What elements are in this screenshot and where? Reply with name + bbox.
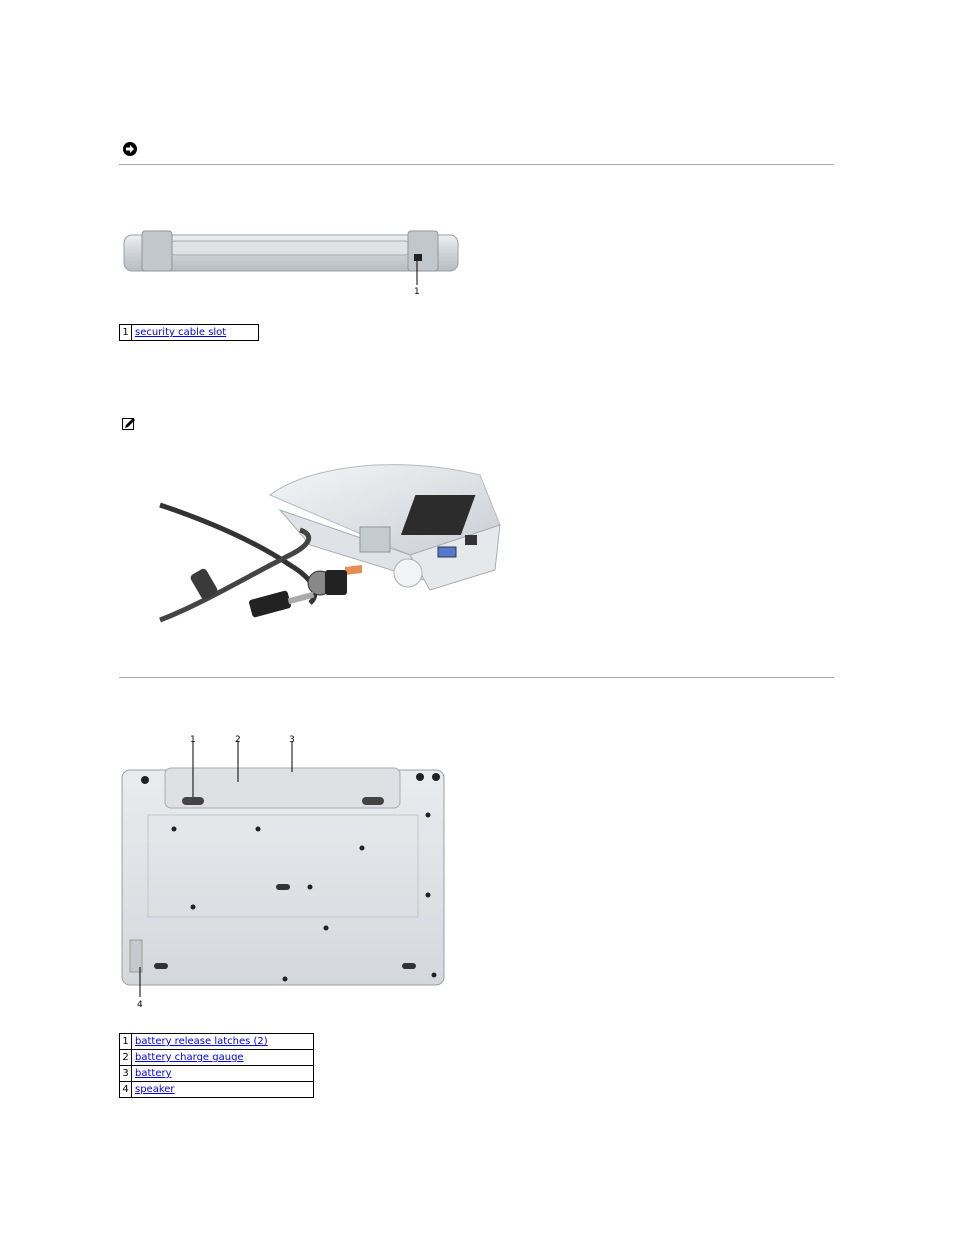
notice-icon [122,141,138,157]
table-row: 4 speaker [120,1082,314,1098]
security-cable-illustration [140,455,510,635]
section-divider-top [119,164,834,165]
bottom-view-illustration: 1 2 3 4 [120,735,450,1015]
callout-number: 1 [120,325,132,341]
callout-number: 2 [120,1050,132,1066]
link-battery-charge-gauge[interactable]: battery charge gauge [135,1052,244,1063]
note-icon [122,416,136,430]
callout-number: 4 [120,1082,132,1098]
table-row: 1 security cable slot [120,325,259,341]
link-security-cable-slot[interactable]: security cable slot [135,327,226,338]
bottom-callout-1: 1 [190,735,196,745]
callout-number: 1 [120,1034,132,1050]
back-view-callout-table: 1 security cable slot [119,324,259,341]
bottom-view-callout-table: 1 battery release latches (2) 2 battery … [119,1033,314,1098]
table-row: 1 battery release latches (2) [120,1034,314,1050]
back-callout-1: 1 [414,287,420,297]
callout-number: 3 [120,1066,132,1082]
section-divider-middle [119,677,834,678]
link-battery[interactable]: battery [135,1068,172,1079]
link-speaker[interactable]: speaker [135,1084,175,1095]
back-view-illustration: 1 [120,225,465,305]
bottom-callout-4: 4 [137,1000,143,1010]
bottom-callout-2: 2 [235,735,241,745]
table-row: 2 battery charge gauge [120,1050,314,1066]
link-battery-release-latches[interactable]: battery release latches (2) [135,1036,268,1047]
bottom-callout-3: 3 [289,735,295,745]
table-row: 3 battery [120,1066,314,1082]
